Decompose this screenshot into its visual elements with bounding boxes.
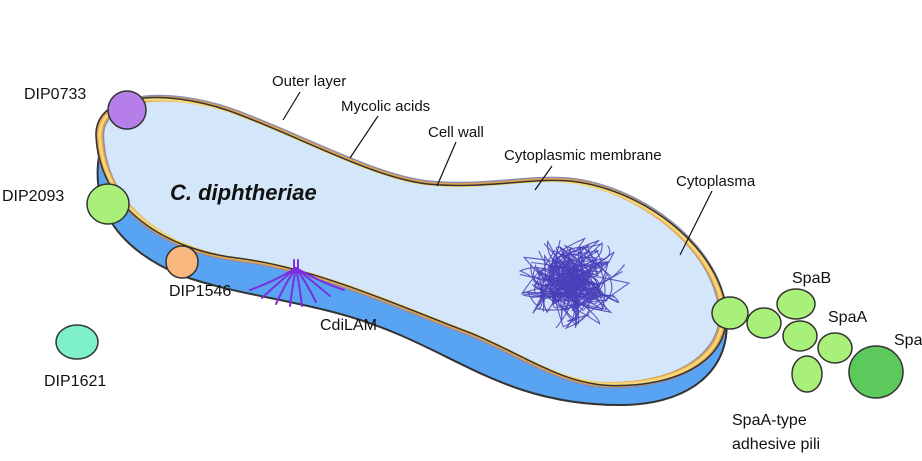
- cytoplasma-leader: [679, 190, 713, 256]
- dna-strand: [547, 239, 601, 328]
- pilus-subunit: [711, 296, 749, 330]
- dna-strand: [551, 248, 603, 311]
- dna-strand: [532, 263, 583, 309]
- spaa-subunit: [817, 332, 853, 364]
- cell-wall-leader: [436, 141, 457, 187]
- cytoplasma-label: Cytoplasma: [676, 173, 756, 190]
- spab-label: SpaB: [792, 270, 831, 287]
- spac-label: SpaC: [894, 332, 922, 349]
- spac-subunit: [848, 345, 904, 399]
- spaa-type-pili: [711, 288, 904, 399]
- dna-strand: [530, 243, 613, 303]
- outer-layer-leader: [282, 91, 301, 121]
- dip1546-label: DIP1546: [169, 283, 231, 300]
- pili-caption-line1: SpaA-type: [732, 412, 807, 429]
- mycolic-acids-label: Mycolic acids: [341, 98, 430, 115]
- outer-layer-label: Outer layer: [272, 73, 346, 90]
- dna-strand: [530, 245, 604, 316]
- cdilam-glycolipid: [249, 259, 345, 307]
- dip1621-protein: [55, 324, 99, 360]
- dip0733-label: DIP0733: [24, 86, 86, 103]
- pilus-subunit: [746, 307, 782, 339]
- spab-subunit: [776, 288, 816, 320]
- dip0733-protein: [107, 90, 147, 130]
- cell-envelope: [96, 98, 728, 386]
- dip2093-protein: [86, 183, 130, 225]
- cytoplasmic-membrane-label: Cytoplasmic membrane: [504, 147, 662, 164]
- cell-wall-label: Cell wall: [428, 124, 484, 141]
- cdilam-strand: [295, 267, 345, 291]
- spaa-label: SpaA: [828, 309, 867, 326]
- mycolic-acids-leader: [349, 115, 379, 159]
- organism-name: C. diphtheriae: [170, 180, 317, 205]
- cdilam-label: CdiLAM: [320, 317, 377, 334]
- pili-caption-line2: adhesive pili: [732, 436, 820, 453]
- dna-strand: [541, 239, 600, 314]
- dip1621-label: DIP1621: [44, 373, 106, 390]
- dna-strand: [544, 239, 607, 312]
- nucleoid-dna: [518, 237, 631, 330]
- dip2093-label: DIP2093: [2, 188, 64, 205]
- dip1546-protein: [165, 245, 199, 279]
- pilus-subunit: [782, 320, 818, 352]
- cytoplasmic-membrane-leader: [534, 165, 553, 191]
- pilus-subunit: [791, 355, 823, 393]
